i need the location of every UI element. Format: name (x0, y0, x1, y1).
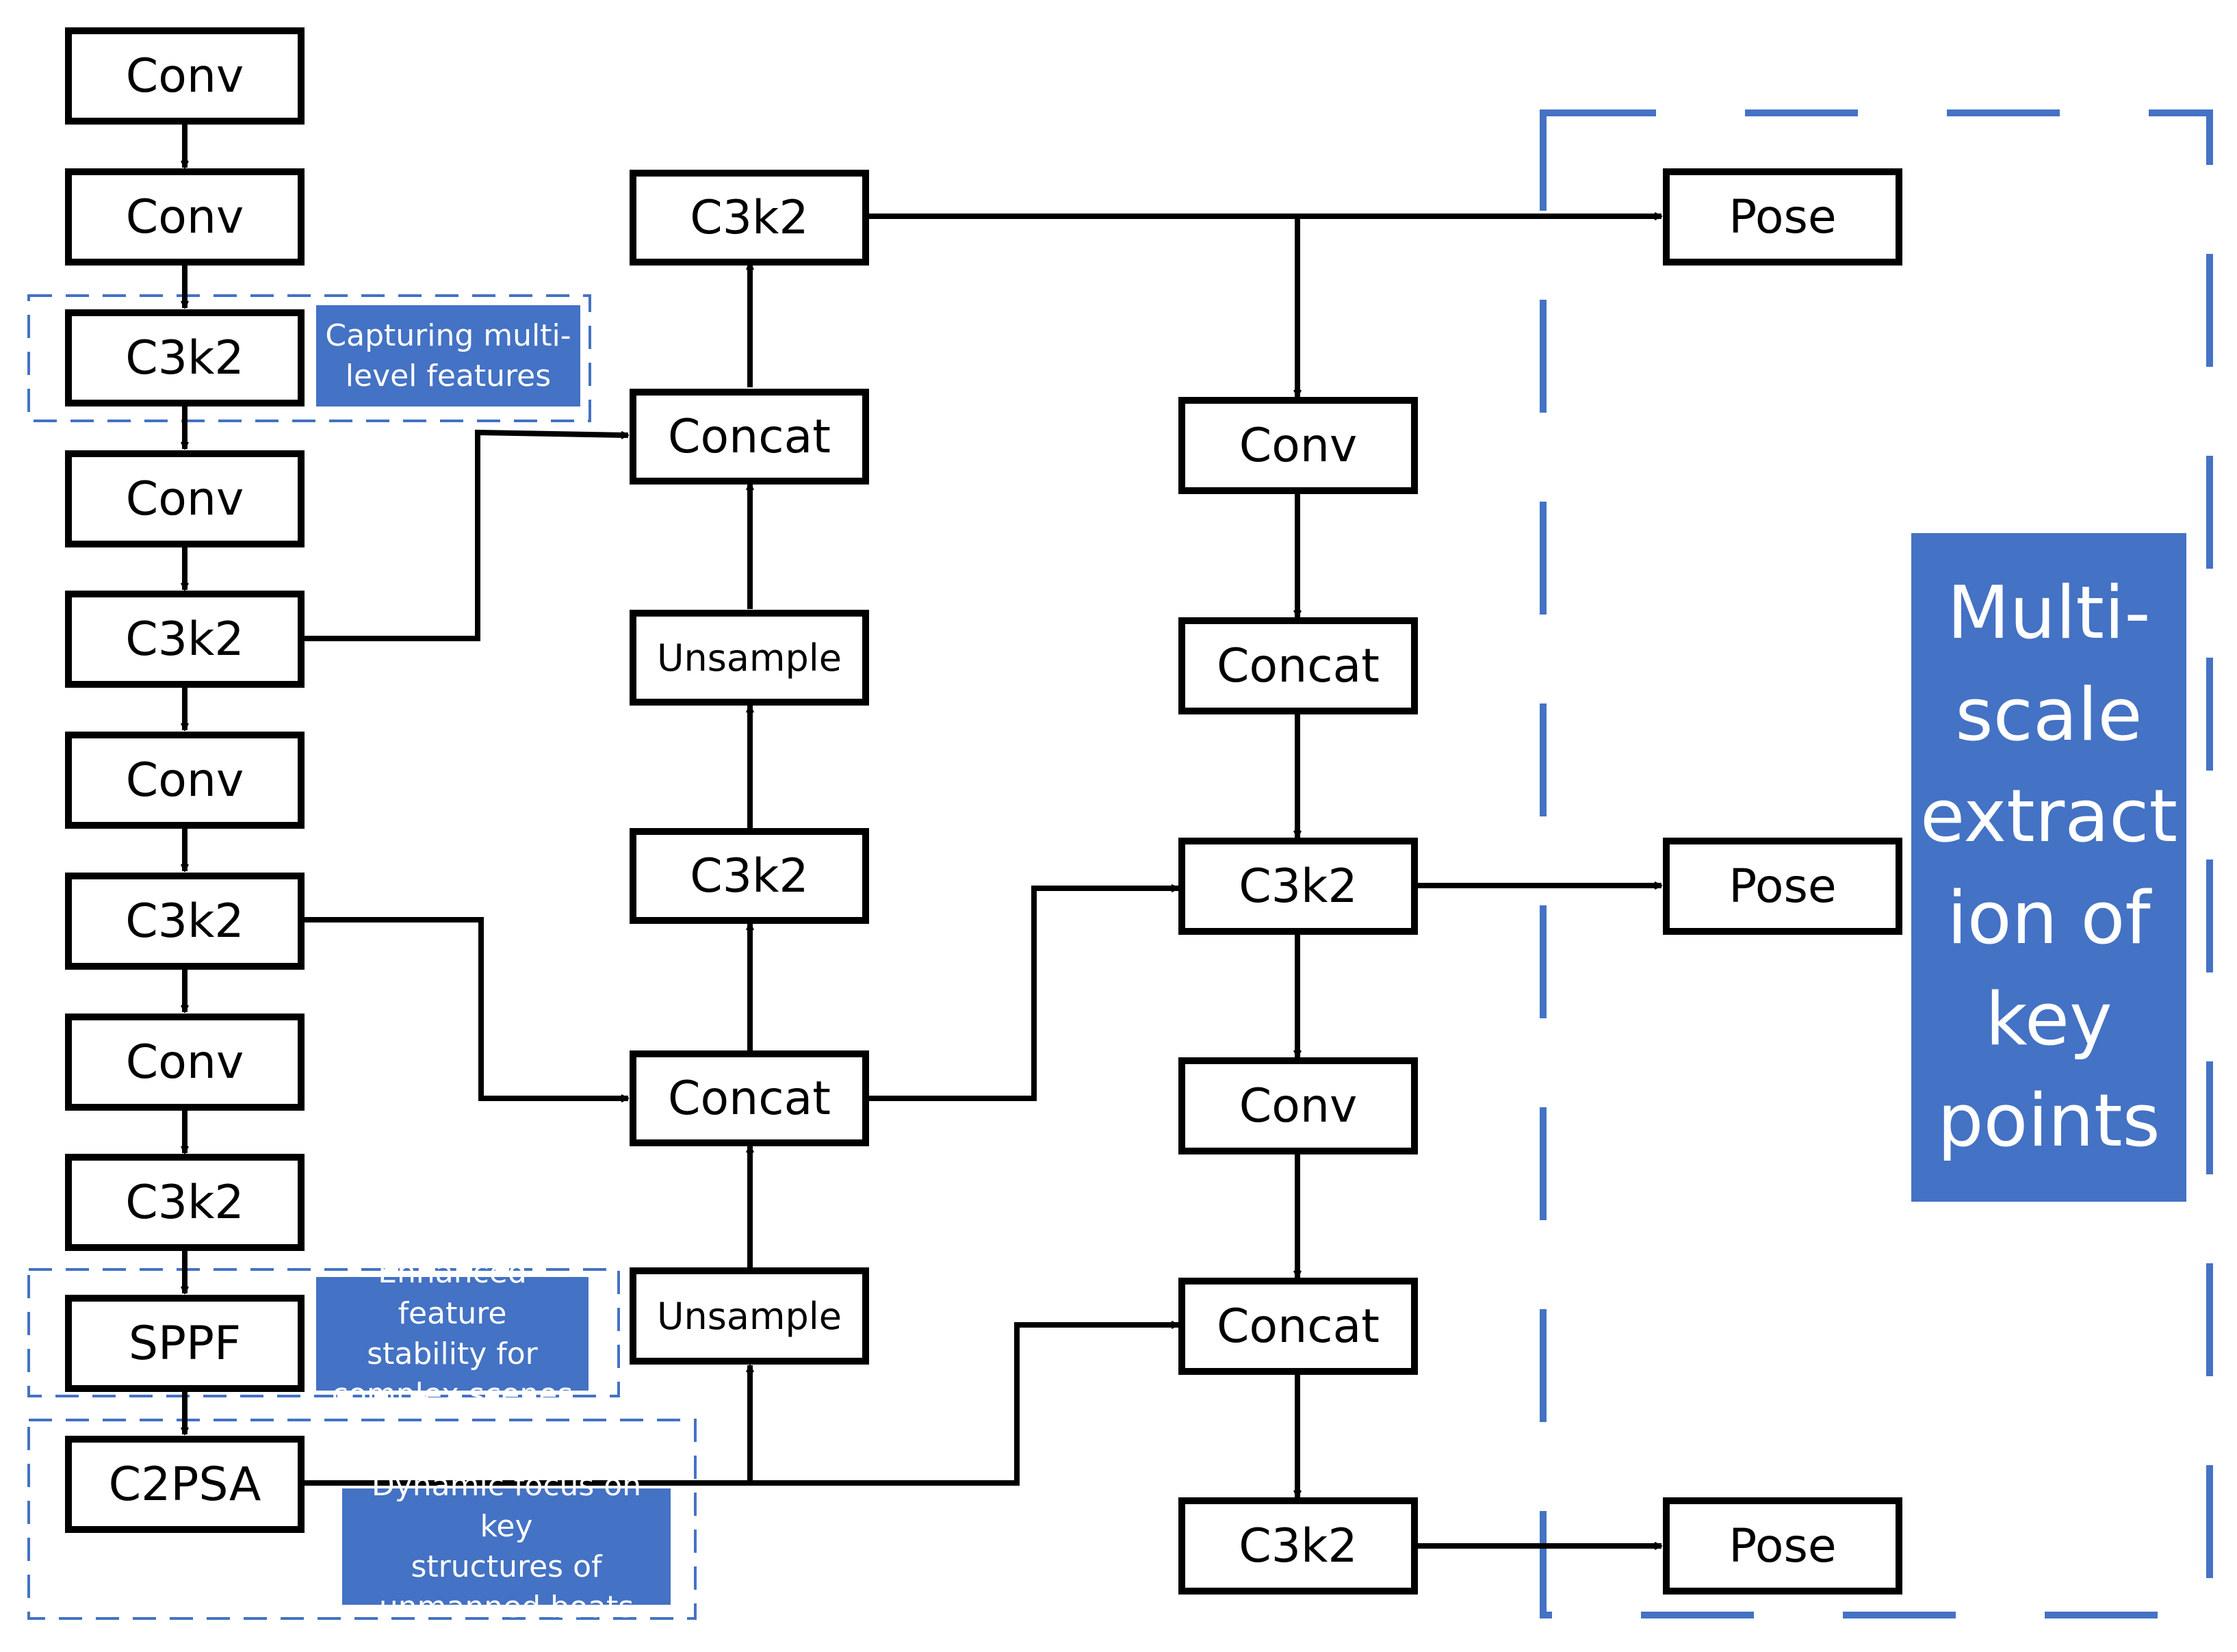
head-conv-2: Conv (1178, 1057, 1418, 1154)
sppf-node: SPPF (65, 1295, 305, 1392)
edge-m5-r3 (867, 888, 1178, 1101)
c2psa-node: C2PSA (65, 1436, 305, 1533)
neck-upsample-2: Unsample (630, 1267, 869, 1365)
neck-concat-1: Concat (630, 389, 869, 485)
dynamic-focus-note: Dynamic focus on key structures of unman… (342, 1468, 671, 1625)
head-concat-2: Concat (1178, 1278, 1418, 1375)
multi-level-region (27, 294, 591, 422)
backbone-c3k2-3: C3k2 (65, 873, 305, 970)
multiscale-note: Multi- scale extract ion of key points (1911, 533, 2186, 1202)
head-concat-1: Concat (1178, 617, 1418, 714)
head-c3k2-2: C3k2 (1178, 1497, 1418, 1595)
neck-upsample-1: Unsample (630, 610, 869, 706)
stability-region (27, 1268, 620, 1397)
backbone-c3k2-1: C3k2 (65, 309, 305, 406)
connectors (185, 125, 1661, 1546)
neck-c3k2-top: C3k2 (630, 170, 869, 266)
backbone-conv-3: Conv (65, 450, 305, 547)
backbone-c3k2-2: C3k2 (65, 591, 305, 688)
backbone-c3k2-4: C3k2 (65, 1154, 305, 1251)
neck-concat-2: Concat (630, 1050, 869, 1146)
backbone-conv-5: Conv (65, 1014, 305, 1111)
stability-note: Enhanced feature stability for complex s… (316, 1255, 589, 1412)
head-c3k2-1: C3k2 (1178, 838, 1418, 935)
multi-level-note: Capturing multi- level features (316, 305, 580, 406)
neck-c3k2-mid: C3k2 (630, 828, 869, 924)
edge-b11-r5 (750, 1325, 1178, 1486)
pose-output-3: Pose (1663, 1497, 1902, 1595)
pose-output-1: Pose (1663, 168, 1902, 266)
dynamic-focus-region (27, 1419, 697, 1620)
backbone-conv-2: Conv (65, 168, 305, 266)
edge-b7-m5 (304, 917, 628, 1098)
pose-output-2: Pose (1663, 838, 1902, 935)
backbone-conv-4: Conv (65, 732, 305, 829)
multiscale-region (1540, 109, 2213, 1618)
edge-b5-m2 (304, 429, 628, 641)
head-conv-1: Conv (1178, 397, 1418, 494)
backbone-conv-1: Conv (65, 27, 305, 125)
